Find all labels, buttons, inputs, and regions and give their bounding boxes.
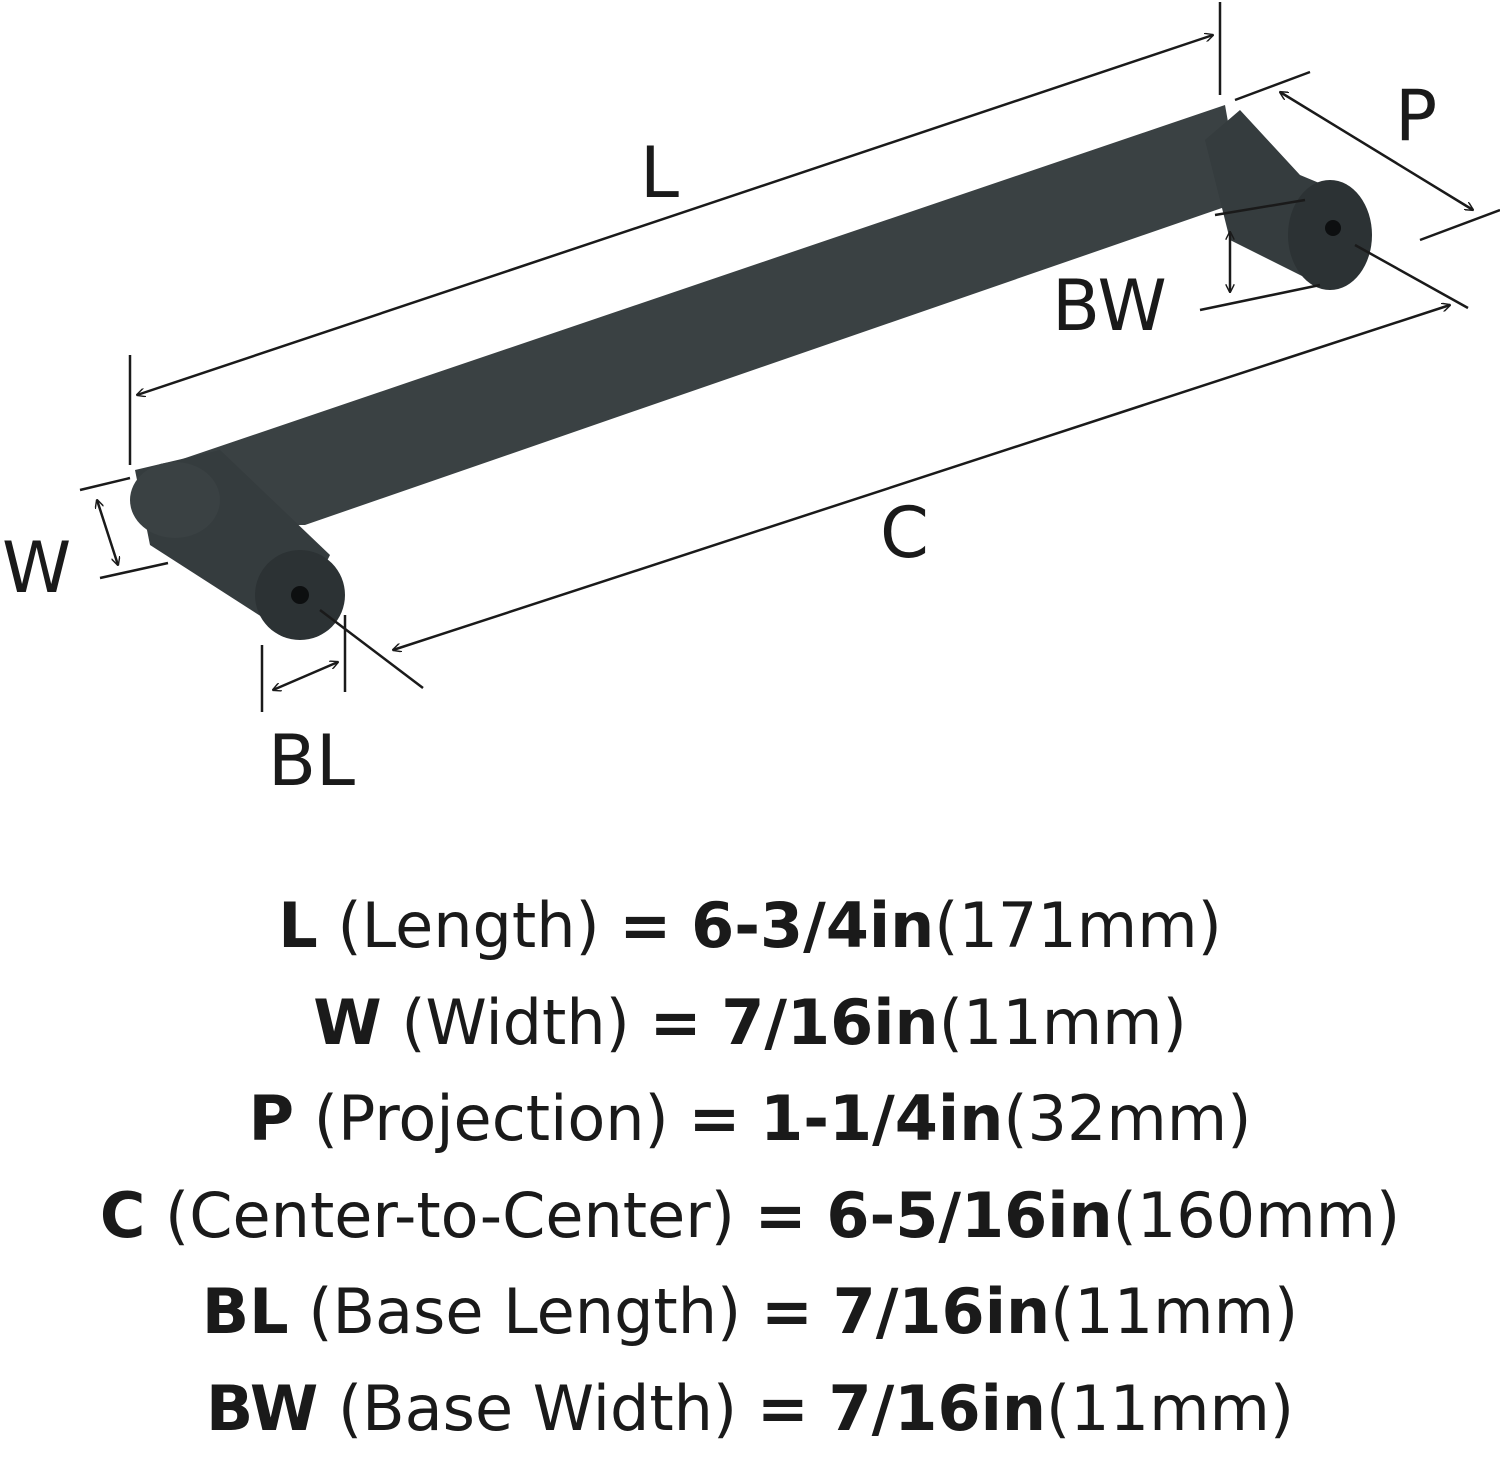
label-C: C — [880, 492, 929, 574]
spec-abbr: L — [278, 889, 318, 962]
spec-name: (Projection) — [314, 1082, 669, 1155]
spec-imperial: 7/16in — [721, 986, 938, 1059]
label-L: L — [640, 132, 679, 214]
spec-metric: (11mm) — [1050, 1275, 1298, 1348]
spec-metric: (32mm) — [1003, 1082, 1251, 1155]
spec-abbr: W — [313, 986, 381, 1059]
P-extension-top — [1235, 72, 1310, 100]
spec-width: W (Width) = 7/16in(11mm) — [0, 975, 1500, 1072]
pull-handle-illustration — [130, 105, 1372, 640]
spec-metric: (11mm) — [1046, 1372, 1294, 1445]
right-screw-hole — [1325, 220, 1341, 236]
spec-equals: = — [650, 986, 702, 1059]
spec-imperial: 1-1/4in — [760, 1082, 1003, 1155]
spec-metric: (171mm) — [934, 889, 1222, 962]
spec-name: (Center-to-Center) — [165, 1179, 735, 1252]
spec-base-length: BL (Base Length) = 7/16in(11mm) — [0, 1264, 1500, 1361]
spec-center-to-center: C (Center-to-Center) = 6-5/16in(160mm) — [0, 1168, 1500, 1265]
spec-imperial: 6-3/4in — [691, 889, 934, 962]
left-screw-hole — [291, 586, 309, 604]
spec-equals: = — [757, 1372, 809, 1445]
left-end-cap — [130, 462, 220, 538]
BL-dimension-line — [273, 662, 338, 690]
spec-name: (Base Length) — [308, 1275, 741, 1348]
spec-equals: = — [755, 1179, 807, 1252]
spec-abbr: C — [100, 1179, 146, 1252]
W-dimension-line — [97, 500, 118, 565]
spec-imperial: 6-5/16in — [826, 1179, 1112, 1252]
spec-equals: = — [619, 889, 671, 962]
spec-name: (Base Width) — [338, 1372, 737, 1445]
spec-metric: (11mm) — [939, 986, 1187, 1059]
dimension-diagram: L P BW W C BL — [0, 0, 1500, 860]
spec-base-width: BW (Base Width) = 7/16in(11mm) — [0, 1361, 1500, 1457]
label-BL: BL — [268, 720, 355, 802]
label-W: W — [2, 527, 71, 609]
W-extension-bottom — [100, 563, 168, 578]
spec-imperial: 7/16in — [833, 1275, 1050, 1348]
P-extension-bottom — [1420, 210, 1500, 240]
label-BW: BW — [1052, 265, 1167, 347]
spec-equals: = — [761, 1275, 813, 1348]
spec-abbr: BW — [206, 1372, 318, 1445]
left-center-axis — [320, 610, 423, 688]
label-P: P — [1395, 75, 1437, 157]
spec-projection: P (Projection) = 1-1/4in(32mm) — [0, 1071, 1500, 1168]
right-center-axis — [1355, 245, 1468, 308]
W-extension-top — [80, 478, 130, 490]
spec-equals: = — [688, 1082, 740, 1155]
BW-extension-bottom — [1200, 285, 1320, 310]
spec-name: (Width) — [401, 986, 630, 1059]
spec-abbr: BL — [202, 1275, 289, 1348]
spec-abbr: P — [249, 1082, 294, 1155]
spec-metric: (160mm) — [1113, 1179, 1401, 1252]
spec-name: (Length) — [337, 889, 599, 962]
spec-imperial: 7/16in — [829, 1372, 1046, 1445]
spec-length: L (Length) = 6-3/4in(171mm) — [0, 878, 1500, 975]
specification-list: L (Length) = 6-3/4in(171mm) W (Width) = … — [0, 878, 1500, 1457]
